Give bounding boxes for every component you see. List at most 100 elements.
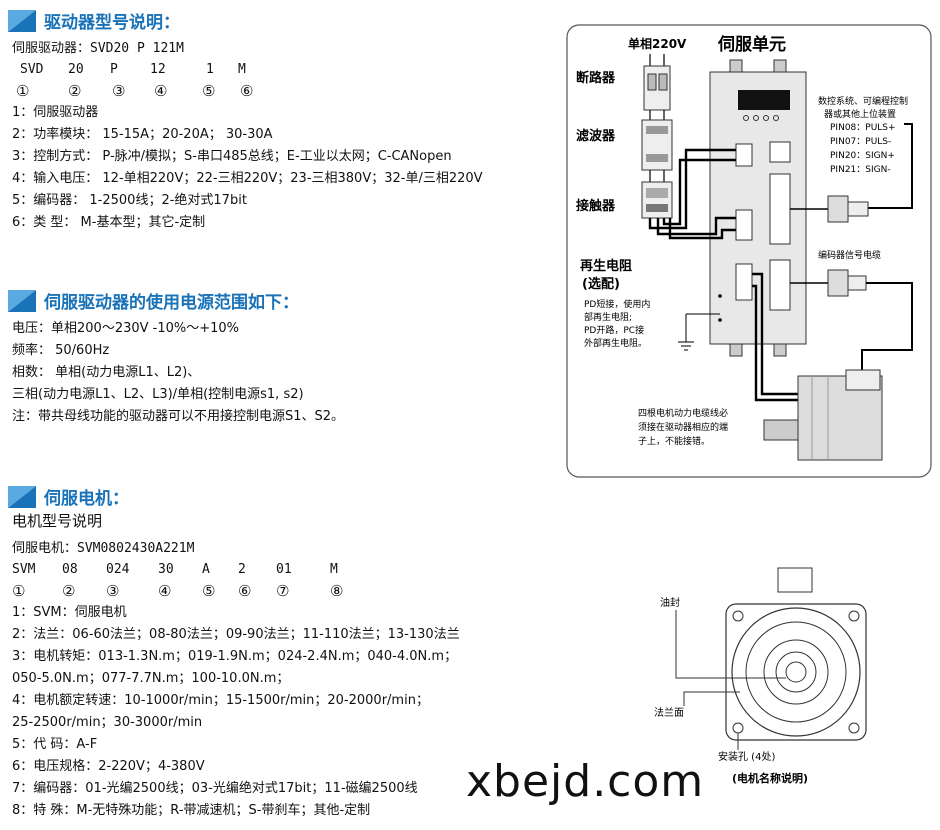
pin-label: PIN20：SIGN+ — [830, 151, 895, 161]
pd-note-line: 部再生电阻; — [584, 311, 632, 323]
encoder-cable-label: 编码器信号电缆 — [818, 249, 881, 261]
motor-code: SVM — [12, 562, 36, 577]
drive-code-row: SVD 20 P 12 1 M — [20, 62, 268, 77]
motor-code: M — [330, 562, 338, 577]
section-marker-icon — [8, 485, 36, 508]
drive-circle-row: ① ② ③ ④ ⑤ ⑥ — [16, 82, 270, 100]
motor-code: 2 — [238, 562, 246, 577]
motor-circle: ② — [62, 582, 76, 600]
power-item: 三相(动力电源L1、L2、L3)/单相(控制电源s1, s2) — [12, 387, 304, 402]
section3-title: 伺服电机： — [44, 489, 129, 509]
section3-header: 伺服电机： — [8, 484, 129, 509]
drive-code: M — [238, 62, 246, 77]
motor-item: 4：电机额定转速：10-1000r/min；15-1500r/min；20-20… — [12, 693, 429, 708]
drive-item: 2：功率模块： 15-15A；20-20A； 30-30A — [12, 127, 273, 142]
mount-hole — [732, 610, 744, 622]
section2-title: 伺服驱动器的使用电源范围如下： — [44, 293, 299, 313]
drive-display — [738, 90, 790, 110]
motor-circle: ① — [12, 582, 26, 600]
drive-item: 5：编码器： 1-2500线；2-绝对式17bit — [12, 193, 247, 208]
motor-code-row: SVM 08 024 30 A 2 01 M — [12, 562, 360, 577]
motor-note-line: 四根电机动力电缆线必 — [638, 407, 728, 419]
motor-code: 30 — [158, 562, 174, 577]
motor-code: A — [202, 562, 210, 577]
pin-label: PIN21：SIGN- — [830, 165, 891, 175]
drive-code: SVD — [20, 62, 44, 77]
section1-header: 驱动器型号说明： — [8, 8, 180, 33]
section-marker-icon — [8, 9, 36, 32]
drive-code: 12 — [150, 62, 166, 77]
drive-circle: ② — [68, 82, 82, 100]
servo-unit-label: 伺服单元 — [717, 34, 786, 55]
motor-circle: ③ — [106, 582, 120, 600]
filter-label: 滤波器 — [576, 128, 616, 144]
drive-code: 20 — [68, 62, 84, 77]
drive-circle: ⑤ — [202, 82, 216, 100]
motor-code: 01 — [276, 562, 292, 577]
regen-resistor-label: 再生电阻 — [580, 258, 632, 274]
motor-caption: (电机名称说明) — [732, 771, 808, 785]
motor-item: 050-5.0N.m；077-7.7N.m；100-10.0N.m； — [12, 671, 290, 686]
motor-subtitle: 电机型号说明 — [12, 512, 103, 530]
filter-device — [641, 119, 673, 171]
drive-item: 3：控制方式： P-脉冲/模拟；S-串口485总线；E-工业以太网；C-CANo… — [12, 149, 452, 164]
power-item: 频率： 50/60Hz — [12, 343, 110, 358]
oil-seal-label: 油封 — [660, 596, 680, 609]
mount-holes-label: 安装孔 (4处) — [718, 750, 775, 763]
single-phase-label: 单相220V — [628, 36, 687, 51]
motor-note-line: 须接在驱动器相应的端 — [638, 421, 728, 433]
control-terminal — [735, 209, 753, 241]
regen-optional-label: (选配) — [582, 276, 620, 292]
host-note-line: 器或其他上位装置 — [824, 108, 896, 120]
wiring-diagram: 单相220V 伺服单元 断路器 滤波器 接触器 再生电阻 (选配) PD短接，使… — [566, 24, 932, 478]
encoder-connector — [769, 259, 791, 311]
power-item: 电压：单相200～230V -10%～+10% — [12, 321, 240, 336]
pd-note-line: PD开路，PC接 — [584, 324, 644, 336]
breaker-label: 断路器 — [576, 70, 616, 86]
motor-item: 5：代 码：A-F — [12, 737, 98, 752]
pin-label: PIN08：PULS+ — [830, 123, 896, 133]
motor-circle: ⑤ — [202, 582, 216, 600]
motor-circle: ④ — [158, 582, 172, 600]
motor-circle-row: ① ② ③ ④ ⑤ ⑥ ⑦ ⑧ — [12, 582, 360, 600]
breaker-device — [643, 65, 671, 111]
pd-note-line: 外部再生电阻。 — [584, 337, 647, 349]
section2-header: 伺服驱动器的使用电源范围如下： — [8, 288, 299, 313]
power-terminal — [735, 143, 753, 167]
mount-hole — [848, 610, 860, 622]
motor-item: 6：电压规格：2-220V；4-380V — [12, 759, 205, 774]
drive-code: P — [110, 62, 118, 77]
drive-circle: ① — [16, 82, 30, 100]
motor-item: 25-2500r/min；30-3000r/min — [12, 715, 203, 730]
motor-item: 3：电机转矩：013-1.3N.m；019-1.9N.m；024-2.4N.m；… — [12, 649, 458, 664]
motor-front-diagram: 油封 法兰面 安装孔 (4处) (电机名称说明) — [654, 567, 867, 785]
drive-circle: ③ — [112, 82, 126, 100]
oil-seal — [775, 651, 817, 693]
motor-code: 08 — [62, 562, 78, 577]
flange-face-label: 法兰面 — [654, 706, 684, 719]
motor-shaft-housing — [777, 567, 813, 593]
control-connector — [769, 173, 791, 245]
motor-note-line: 子上，不能接错。 — [638, 435, 710, 447]
drive-model-line: 伺服驱动器：SVD20 P 121M — [12, 41, 184, 56]
drive-item: 4：输入电压： 12-单相220V；22-三相220V；23-三相380V；32… — [12, 171, 483, 186]
mount-hole — [848, 722, 860, 734]
power-item: 注：带共母线功能的驱动器可以不用接控制电源S1、S2。 — [12, 409, 345, 424]
servo-drive-body — [709, 59, 807, 357]
motor-item: 8：特 殊：M-无特殊功能；R-带减速机；S-带刹车；其他-定制 — [12, 803, 371, 818]
motor-circle: ⑥ — [238, 582, 252, 600]
section1-title: 驱动器型号说明： — [44, 13, 180, 33]
motor-circle: ⑦ — [276, 582, 290, 600]
motor-circle: ⑧ — [330, 582, 344, 600]
drive-item: 6：类 型： M-基本型；其它-定制 — [12, 215, 206, 230]
motor-code: 024 — [106, 562, 130, 577]
drive-item: 1：伺服驱动器 — [12, 105, 99, 120]
motor-model-line: 伺服电机：SVM0802430A221M — [12, 541, 195, 556]
motor-item: 7：编码器：01-光编2500线；03-光编绝对式17bit；11-磁编2500… — [12, 781, 418, 796]
section-marker-icon — [8, 289, 36, 312]
servo-motor — [763, 369, 883, 461]
power-item: 相数： 单相(动力电源L1、L2)、 — [12, 365, 201, 380]
contactor-label: 接触器 — [576, 198, 616, 214]
motor-item: 1：SVM：伺服电机 — [12, 605, 127, 620]
host-note-line: 数控系统、可编程控制 — [818, 95, 908, 107]
